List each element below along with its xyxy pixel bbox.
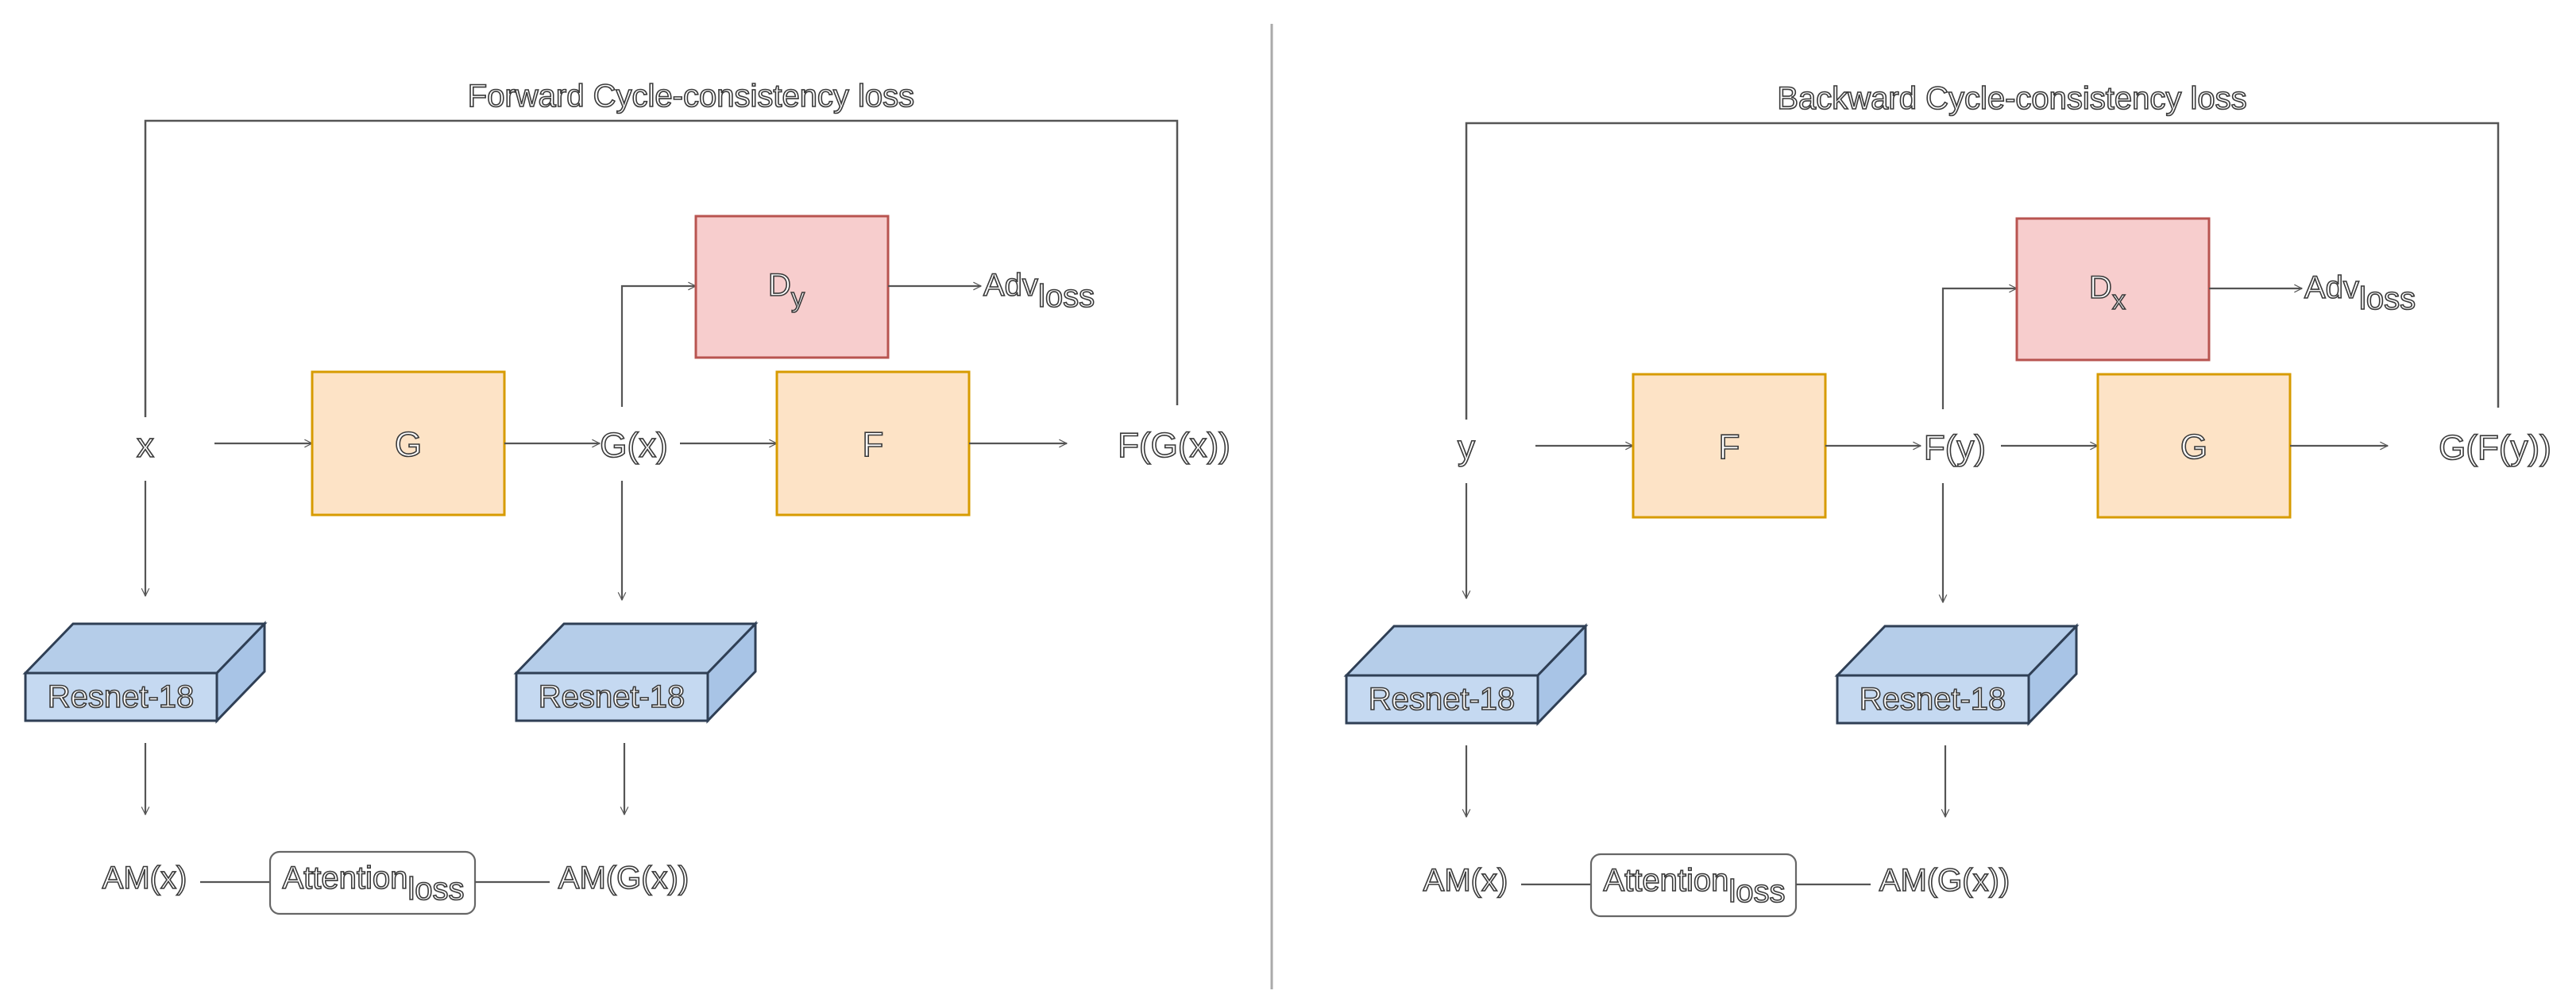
forward-title: Forward Cycle-consistency loss (468, 79, 914, 114)
forward-discriminator-sub: y (791, 283, 805, 313)
backward-mid-output-label: F(y) (1924, 428, 1986, 467)
forward-am-left-label: AM(x) (102, 861, 187, 896)
backward-discriminator-main: D (2089, 270, 2112, 305)
forward-resnet-right-label: Resnet-18 (539, 679, 686, 714)
forward-cycle-bracket (144, 119, 1179, 417)
backward-input-label: y (1458, 428, 1475, 467)
backward-generator2-box (2096, 373, 2292, 519)
backward-discriminator-box (2015, 217, 2211, 362)
backward-panel: Backward Cycle-consistency loss y F F(y)… (1343, 80, 2552, 918)
backward-discriminator-sub: x (2112, 285, 2126, 315)
forward-input-label: x (137, 426, 154, 465)
forward-am-right-label: AM(G(x)) (558, 861, 689, 896)
backward-attention-main: Attention (1603, 863, 1728, 898)
forward-discriminator-label: Dy (768, 268, 805, 313)
backward-generator1-label: F (1719, 428, 1740, 466)
forward-resnet-right-front (515, 671, 709, 722)
forward-attention-main: Attention (282, 861, 407, 896)
forward-mid-output-label: G(x) (600, 426, 668, 465)
forward-cycle-output-label: F(G(x)) (1118, 426, 1230, 465)
forward-attention-sub: loss (407, 872, 464, 907)
backward-arrow-mid-to-discriminator (1941, 288, 2017, 409)
forward-arrow-mid-to-discriminator (620, 286, 696, 407)
forward-resnet-right: Resnet-18 (513, 621, 759, 724)
backward-resnet-left-label: Resnet-18 (1369, 682, 1516, 717)
backward-adv-loss-label: Advloss (2304, 270, 2416, 316)
backward-am-right-label: AM(G(x)) (1879, 863, 2010, 898)
forward-resnet-left-label: Resnet-18 (48, 679, 195, 714)
backward-adv-sub: loss (2359, 281, 2416, 316)
backward-discriminator-label: Dx (2089, 270, 2126, 315)
forward-generator1-box (311, 370, 506, 517)
backward-resnet-right: Resnet-18 (1834, 623, 2080, 726)
forward-generator1-label: G (395, 425, 422, 464)
forward-adv-loss-label: Advloss (983, 268, 1095, 314)
backward-title: Backward Cycle-consistency loss (1777, 81, 2246, 116)
forward-discriminator-box (694, 215, 890, 359)
backward-resnet-right-front (1836, 674, 2030, 725)
backward-generator2-label: G (2180, 428, 2207, 466)
backward-attention-sub: loss (1728, 874, 1785, 909)
backward-resnet-left: Resnet-18 (1343, 623, 1589, 726)
forward-adv-main: Adv (983, 268, 1038, 303)
forward-discriminator-main: D (768, 268, 791, 303)
backward-cycle-output-label: G(F(y)) (2439, 428, 2551, 467)
backward-am-left-label: AM(x) (1423, 863, 1508, 898)
forward-generator2-label: F (863, 425, 884, 464)
backward-attention-label: Attentionloss (1603, 863, 1785, 909)
forward-generator2-box (775, 370, 971, 517)
backward-adv-main: Adv (2304, 270, 2359, 305)
forward-panel: Forward Cycle-consistency loss x G G(x) … (22, 78, 1231, 915)
forward-resnet-left: Resnet-18 (22, 621, 268, 724)
backward-resnet-right-label: Resnet-18 (1860, 682, 2006, 717)
forward-resnet-left-front (24, 671, 218, 722)
forward-adv-sub: loss (1038, 279, 1095, 314)
forward-attention-label: Attentionloss (282, 861, 464, 907)
backward-resnet-left-front (1345, 674, 1539, 725)
backward-cycle-bracket (1465, 122, 2500, 420)
